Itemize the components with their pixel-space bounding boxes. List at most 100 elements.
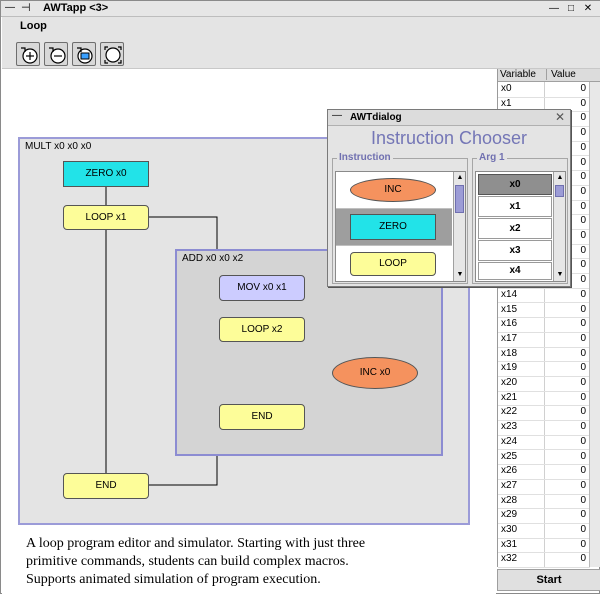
instruction-dialog: — AWTdialog ✕ Instruction Chooser Instru… (327, 109, 571, 287)
edit-node-button[interactable] (72, 42, 96, 66)
arg-option-x1[interactable]: x1 (478, 196, 552, 217)
variable-name: x17 (501, 332, 518, 344)
node-zero[interactable]: ZERO x0 (63, 161, 149, 187)
variable-name: x27 (501, 479, 518, 491)
variable-name: x23 (501, 421, 518, 433)
column-header-variable[interactable]: Variable (500, 69, 536, 80)
add-node-button[interactable] (16, 42, 40, 66)
scroll-up-icon[interactable]: ▲ (456, 174, 464, 181)
variable-value: 0 (580, 538, 586, 550)
variable-row[interactable]: x25 0 (498, 451, 590, 466)
variable-value: 0 (580, 244, 586, 256)
instruction-zero-shape: ZERO (350, 214, 436, 240)
node-end-outer[interactable]: END (63, 473, 149, 499)
start-button[interactable]: Start (497, 569, 600, 591)
instruction-list-scrollbar[interactable]: ▲ ▼ (453, 172, 465, 281)
dialog-close-icon[interactable]: ✕ (554, 110, 565, 124)
scroll-up-icon[interactable]: ▲ (556, 174, 564, 181)
variable-row[interactable]: x17 0 (498, 333, 590, 348)
variable-name: x25 (501, 450, 518, 462)
variable-value: 0 (580, 112, 586, 124)
instruction-option-inc[interactable]: INC (336, 172, 452, 209)
scroll-thumb[interactable] (555, 185, 564, 197)
program-canvas[interactable]: MULT x0 x0 x0 ZERO x0 LOOP x1 ADD x0 x0 … (2, 69, 496, 595)
arg-list-scrollbar[interactable]: ▲ ▼ (553, 172, 565, 281)
dialog-menu-icon[interactable]: — (332, 110, 342, 121)
menu-loop[interactable]: Loop (20, 20, 47, 32)
variable-value: 0 (580, 185, 586, 197)
scroll-down-icon[interactable]: ▼ (556, 271, 564, 278)
arg-option-x3[interactable]: x3 (478, 240, 552, 261)
node-inc[interactable]: INC x0 (332, 357, 418, 389)
variable-row[interactable]: x30 0 (498, 524, 590, 539)
arg-option-x0[interactable]: x0 (478, 174, 552, 195)
remove-node-button[interactable] (44, 42, 68, 66)
variable-value: 0 (580, 391, 586, 403)
node-loop-outer[interactable]: LOOP x1 (63, 205, 149, 230)
node-loop-inner[interactable]: LOOP x2 (219, 317, 305, 342)
pin-icon[interactable]: ⊣ (21, 2, 31, 14)
variable-row[interactable]: 0 (498, 274, 590, 289)
instruction-loop-shape: LOOP (350, 252, 436, 276)
variable-row[interactable]: x27 0 (498, 480, 590, 495)
arg-list[interactable]: x0 x1 x2 x3 x4 ▲ ▼ (475, 171, 566, 282)
instruction-list[interactable]: INC ZERO LOOP ▲ ▼ (335, 171, 466, 282)
variable-name: x26 (501, 465, 518, 477)
variable-value: 0 (580, 524, 586, 535)
variable-row[interactable]: x22 0 (498, 406, 590, 422)
variable-name: x28 (501, 494, 518, 506)
variable-value: 0 (580, 200, 586, 212)
scroll-thumb[interactable] (455, 185, 464, 213)
select-all-button[interactable] (100, 42, 124, 66)
arg-option-x4[interactable]: x4 (478, 262, 552, 280)
variable-value: 0 (580, 450, 586, 462)
column-divider (544, 82, 545, 567)
title-bar: — ⊣ AWTapp <3> — □ ✕ (1, 1, 600, 17)
variable-value: 0 (580, 215, 586, 227)
scroll-down-icon[interactable]: ▼ (456, 271, 464, 278)
select-all-icon (104, 46, 122, 64)
variable-value: 0 (580, 377, 586, 388)
column-header-value[interactable]: Value (546, 69, 586, 80)
variable-value: 0 (580, 156, 586, 168)
variable-row[interactable]: x15 0 (498, 304, 590, 319)
menu-bar: Loop (2, 17, 600, 37)
node-end-inner[interactable]: END (219, 404, 305, 430)
variable-value: 0 (580, 332, 586, 344)
variable-name: x22 (501, 406, 518, 418)
caption-line-2: primitive commands, students can build c… (26, 554, 349, 569)
instruction-option-loop[interactable]: LOOP (336, 246, 452, 283)
variable-value: 0 (580, 509, 586, 521)
variable-value: 0 (580, 303, 586, 315)
variable-table-scrollbar[interactable] (589, 82, 600, 567)
node-loop-inner-label: LOOP x2 (241, 324, 283, 335)
variable-name: x30 (501, 524, 518, 535)
node-end-outer-label: END (95, 480, 117, 491)
variable-name: x15 (501, 303, 518, 315)
close-icon[interactable]: ✕ (583, 3, 593, 14)
minimize-icon[interactable]: — (549, 3, 559, 14)
variable-value: 0 (580, 406, 586, 418)
instruction-option-zero[interactable]: ZERO (336, 209, 452, 246)
node-mov[interactable]: MOV x0 x1 (219, 275, 305, 301)
variable-value: 0 (580, 479, 586, 491)
arg-option-x2[interactable]: x2 (478, 218, 552, 239)
variable-value: 0 (580, 553, 586, 565)
node-inc-label: INC x0 (359, 367, 391, 378)
maximize-icon[interactable]: □ (567, 3, 575, 14)
window-menu-icon[interactable]: — (5, 2, 15, 13)
